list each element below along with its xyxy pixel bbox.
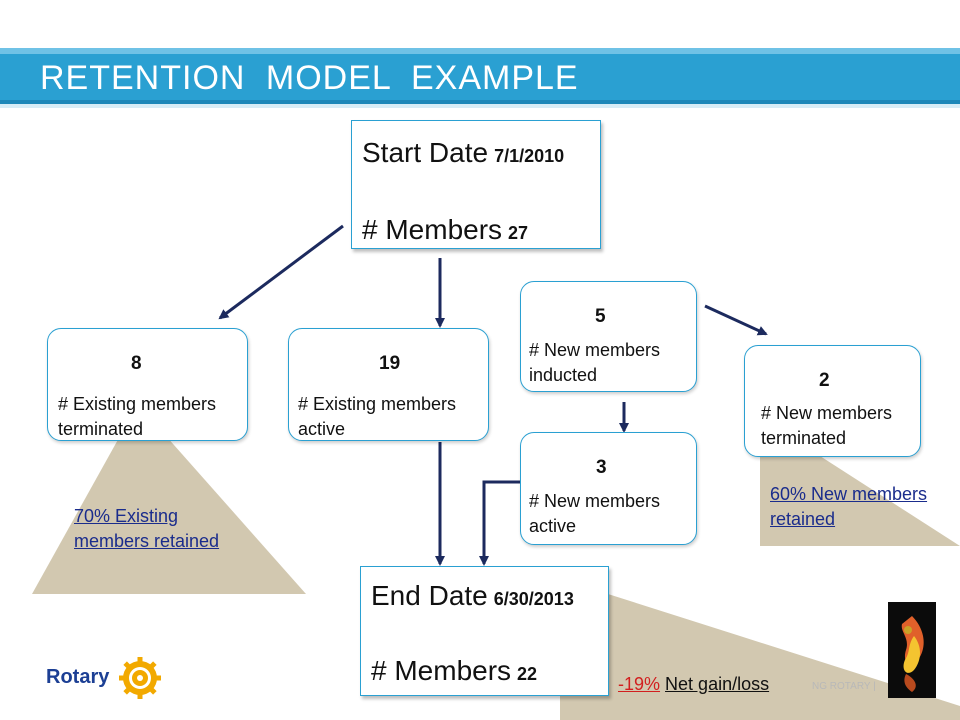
new-inducted-desc: # New members inducted xyxy=(529,338,660,388)
footer-tagline: NG ROTARY | xyxy=(812,681,876,692)
ignite-logo-icon xyxy=(888,602,936,698)
new-active-desc: # New members active xyxy=(529,489,660,539)
net-change-triangle xyxy=(560,594,960,720)
new-inducted-count: 5 xyxy=(595,306,606,327)
existing-terminated-line1: # Existing members xyxy=(58,394,217,414)
new-retained-line1: 60% New members xyxy=(770,484,928,504)
net-change-label: Net gain/loss xyxy=(665,674,770,694)
start-members-label: # Members xyxy=(362,214,503,245)
title-bar-shadow xyxy=(0,100,960,104)
existing-active-line1: # Existing members xyxy=(298,394,457,414)
new-active-box: 3 # New members active xyxy=(520,432,697,545)
end-members-value: 22 xyxy=(517,664,538,684)
new-terminated-box: 2 # New members terminated xyxy=(744,345,921,457)
rotary-brand: Rotary xyxy=(46,666,110,688)
arrow-inducted-to-new-terminated xyxy=(704,304,768,336)
title-underband xyxy=(0,104,960,108)
new-retained-triangle xyxy=(760,456,960,546)
rotary-wheel-icon xyxy=(119,657,161,699)
existing-terminated-count: 8 xyxy=(131,353,142,374)
new-retained-line2: retained xyxy=(770,509,836,529)
slide-title: RETENTION MODEL EXAMPLE xyxy=(40,59,579,97)
existing-retained-line1: 70% Existing xyxy=(74,506,179,526)
existing-active-line2: active xyxy=(298,419,346,439)
new-inducted-line1: # New members xyxy=(529,340,661,360)
new-inducted-box: 5 # New members inducted xyxy=(520,281,697,392)
existing-active-box: 19 # Existing members active xyxy=(288,328,489,441)
start-date-label: Start Date xyxy=(362,137,489,168)
end-date-label: End Date xyxy=(371,580,488,611)
new-retained-note: 60% New members retained xyxy=(770,482,927,532)
new-active-line1: # New members xyxy=(529,491,661,511)
end-members-label: # Members xyxy=(371,655,512,686)
existing-retained-line2: members retained xyxy=(74,531,220,551)
new-active-line2: active xyxy=(529,516,577,536)
new-terminated-line2: terminated xyxy=(761,428,847,448)
new-terminated-desc: # New members terminated xyxy=(761,401,892,451)
start-members-value: 27 xyxy=(508,223,529,243)
new-terminated-count: 2 xyxy=(819,370,830,391)
existing-retained-note: 70% Existing members retained xyxy=(74,504,219,554)
existing-terminated-desc: # Existing members terminated xyxy=(58,392,216,442)
net-change: -19% Net gain/loss xyxy=(618,674,769,695)
start-date-value: 7/1/2010 xyxy=(494,146,565,166)
existing-active-desc: # Existing members active xyxy=(298,392,456,442)
net-change-value: -19% xyxy=(618,674,661,694)
end-date-value: 6/30/2013 xyxy=(493,589,574,609)
title-bar-highlight xyxy=(0,48,960,54)
existing-active-count: 19 xyxy=(379,353,401,374)
arrow-start-to-terminated xyxy=(218,224,344,320)
title-bar: RETENTION MODEL EXAMPLE xyxy=(0,48,960,104)
existing-retained-triangle xyxy=(32,436,306,594)
arrow-new-active-to-end xyxy=(479,480,520,566)
new-inducted-line2: inducted xyxy=(529,365,598,385)
new-terminated-line1: # New members xyxy=(761,403,893,423)
existing-terminated-line2: terminated xyxy=(58,419,144,439)
existing-terminated-box: 8 # Existing members terminated xyxy=(47,328,248,441)
new-active-count: 3 xyxy=(596,457,607,478)
